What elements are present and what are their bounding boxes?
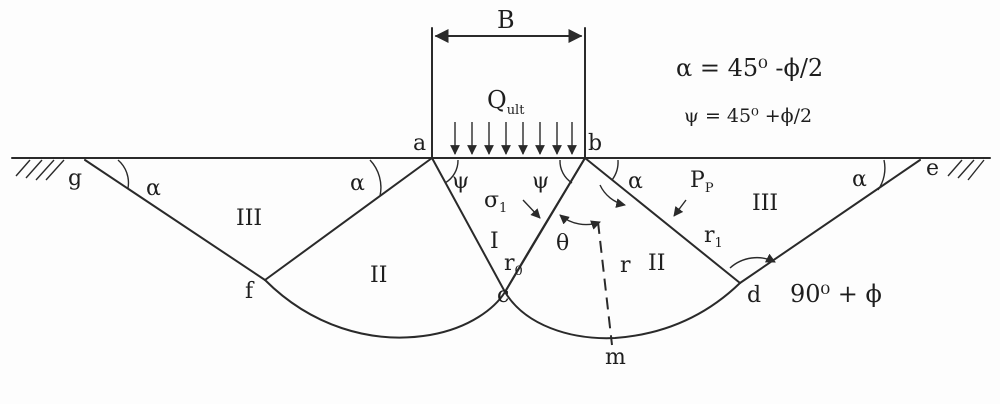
point-c-label: c — [497, 283, 509, 308]
r-label: r — [620, 253, 631, 278]
r0-label: r0 — [504, 251, 523, 279]
pp-label: PP — [690, 168, 714, 196]
passive-angle-arc — [729, 253, 776, 269]
alpha-arc-a — [369, 159, 382, 197]
point-m-label: m — [605, 345, 626, 370]
r1-label: r1 — [704, 223, 723, 251]
ground-hatch-left — [15, 159, 65, 181]
line-g-f — [84, 159, 266, 281]
point-f-label: f — [245, 279, 255, 304]
curve-b-c — [504, 157, 586, 293]
zone-I-label: I — [490, 229, 499, 254]
passive-angle-label: 90⁰ + ϕ — [790, 280, 882, 308]
theta-label: θ — [556, 231, 569, 256]
wedge-line-a-c — [431, 157, 506, 293]
load-label: Qult — [487, 86, 525, 118]
psi-label-b: ψ — [532, 169, 549, 194]
alpha-label-a: α — [350, 171, 365, 196]
ground-hatch-right — [947, 159, 985, 181]
pp-pointer-arrow — [673, 199, 687, 217]
point-b-label: b — [588, 131, 602, 156]
alpha-equation: α = 45⁰ -ϕ/2 — [676, 54, 823, 82]
alpha-label-g: α — [146, 176, 161, 201]
arc-near-b — [599, 184, 626, 208]
line-b-d — [584, 157, 741, 284]
point-g-label: g — [68, 166, 82, 191]
point-e-label: e — [926, 156, 939, 181]
psi-label-a: ψ — [452, 169, 469, 194]
sigma-label: σ1 — [484, 188, 507, 216]
alpha-arc-e — [877, 159, 886, 191]
point-a-label: a — [413, 131, 426, 156]
radius-dashed-line — [597, 221, 613, 346]
alpha-label-b: α — [628, 169, 643, 194]
log-spiral-right — [504, 282, 741, 340]
sigma-pointer-arrow — [522, 199, 541, 219]
line-a-f — [264, 157, 433, 281]
zone-III-left-label: III — [236, 206, 262, 231]
zone-II-right-label: II — [648, 251, 665, 276]
theta-arc — [559, 214, 601, 230]
zone-II-left-label: II — [370, 263, 387, 288]
width-label: B — [497, 6, 515, 34]
point-d-label: d — [747, 283, 761, 308]
zone-III-right-label: III — [752, 191, 778, 216]
psi-arc-b — [559, 159, 573, 184]
alpha-arc-g — [117, 159, 130, 189]
psi-equation: ψ = 45⁰ +ϕ/2 — [684, 105, 812, 127]
psi-arc-a — [444, 159, 459, 184]
load-arrows — [450, 122, 577, 155]
log-spiral-left — [264, 279, 506, 339]
line-d-e — [739, 159, 921, 284]
alpha-arc-b — [611, 159, 619, 181]
alpha-label-e: α — [852, 167, 867, 192]
